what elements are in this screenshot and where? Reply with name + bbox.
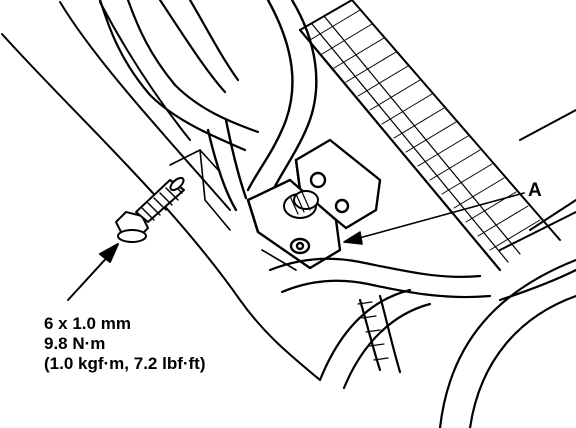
condenser-core xyxy=(298,0,561,272)
lower-hoses xyxy=(268,257,492,390)
bolt-size: 6 x 1.0 mm xyxy=(44,314,131,333)
bolt-torque-alt: (1.0 kgf·m, 7.2 lbf·ft) xyxy=(44,354,206,373)
bolt-arrow xyxy=(67,243,119,301)
callout-a-leader xyxy=(343,192,525,245)
refrigerant-pipe xyxy=(206,0,318,212)
flange-bolt xyxy=(115,176,185,243)
union-nut xyxy=(283,190,319,219)
upper-hoses xyxy=(98,0,260,152)
bolt-torque-nm: 9.8 N·m xyxy=(44,334,106,353)
callout-a-label: A xyxy=(528,180,542,201)
mount-bracket xyxy=(169,149,297,271)
pipe-fitting-block xyxy=(294,138,382,230)
side-frame xyxy=(499,109,576,251)
bolt-spec-text: 6 x 1.0 mm 9.8 N·m (1.0 kgf·m, 7.2 lbf·f… xyxy=(44,314,206,374)
lower-tank xyxy=(438,258,576,428)
joint-flange xyxy=(246,178,342,270)
